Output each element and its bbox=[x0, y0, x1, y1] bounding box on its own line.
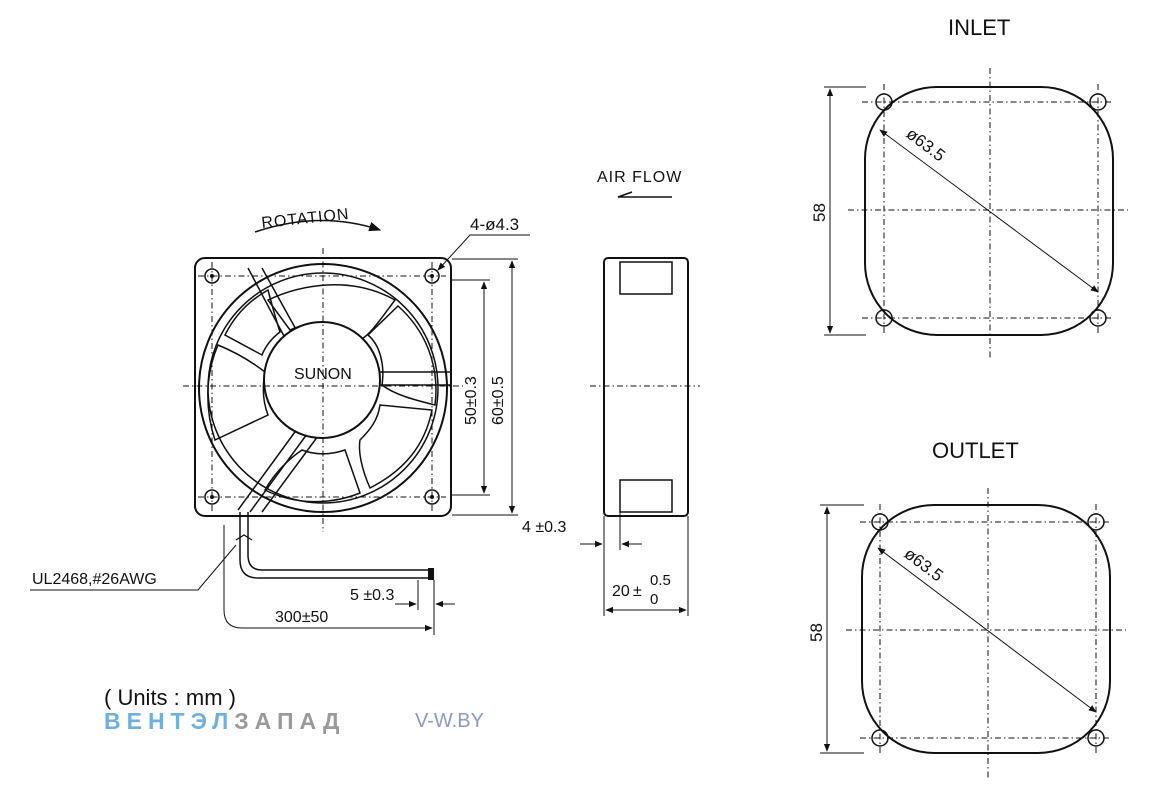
front-view: ROTATION 4-ø4.3 50±0.3 60±0.5 UL2468,#26… bbox=[30, 206, 530, 635]
inlet-diameter-label: ø63.5 bbox=[903, 124, 949, 165]
outlet-title: OUTLET bbox=[932, 438, 1019, 463]
cable-label: UL2468,#26AWG bbox=[32, 571, 157, 588]
outlet-view: OUTLET ø63.5 58 bbox=[807, 438, 1126, 778]
inlet-title: INLET bbox=[948, 15, 1010, 40]
cable-channel bbox=[247, 267, 299, 339]
watermark-part-a: ВЕНТЭЛ bbox=[104, 708, 235, 734]
units-label: ( Units : mm ) bbox=[104, 685, 236, 710]
hole-leader bbox=[437, 234, 530, 271]
outlet-outline bbox=[861, 504, 1111, 754]
rotation-label: ROTATION bbox=[261, 206, 351, 232]
inlet-outline bbox=[864, 86, 1114, 336]
side-body bbox=[603, 257, 689, 517]
strut-right bbox=[378, 371, 450, 386]
mounting-holes bbox=[204, 268, 440, 505]
wire-channel bbox=[237, 424, 319, 513]
inlet-holes bbox=[875, 93, 1107, 327]
hub-label: SUNON bbox=[294, 366, 352, 383]
rotation-arrow bbox=[254, 219, 382, 233]
dim-inner-label: 50±0.3 bbox=[463, 376, 480, 425]
cable-leader bbox=[30, 544, 237, 591]
fan-hub bbox=[263, 321, 381, 439]
side-view: AIR FLOW 4 ±0.3 20 ± 0.5 0 bbox=[522, 169, 700, 616]
inlet-view: INLET ø63.5 58 bbox=[810, 15, 1128, 358]
strip-label: 5 ±0.3 bbox=[350, 587, 394, 604]
dim-outer-label: 60±0.5 bbox=[490, 376, 507, 425]
flange-dim-label: 4 ±0.3 bbox=[522, 519, 566, 536]
depth-dim-tol-plus: 0.5 bbox=[650, 572, 671, 589]
depth-dim-tol-minus: 0 bbox=[650, 591, 658, 608]
airflow-label: AIR FLOW bbox=[597, 169, 682, 186]
wire-tip bbox=[428, 568, 434, 580]
outlet-dim-label: 58 bbox=[807, 623, 826, 642]
inlet-dim-label: 58 bbox=[810, 203, 829, 222]
watermark: ВЕНТЭЛЗАПАД bbox=[104, 708, 345, 735]
outlet-diameter-label: ø63.5 bbox=[901, 544, 947, 585]
watermark-site: V-W.BY bbox=[415, 710, 484, 732]
cable bbox=[239, 512, 430, 579]
airflow-arrow bbox=[617, 191, 672, 198]
hole-label: 4-ø4.3 bbox=[470, 215, 519, 234]
inlet-diameter-line bbox=[879, 129, 1099, 293]
depth-dim-main: 20 bbox=[612, 583, 630, 600]
lead-dim-line bbox=[223, 609, 433, 632]
lead-label: 300±50 bbox=[275, 609, 328, 626]
svg-text:±: ± bbox=[633, 583, 642, 600]
fan-blades bbox=[207, 284, 437, 503]
watermark-part-b: ЗАПАД bbox=[234, 708, 346, 734]
outlet-diameter-line bbox=[877, 547, 1097, 713]
outlet-holes bbox=[871, 513, 1105, 747]
